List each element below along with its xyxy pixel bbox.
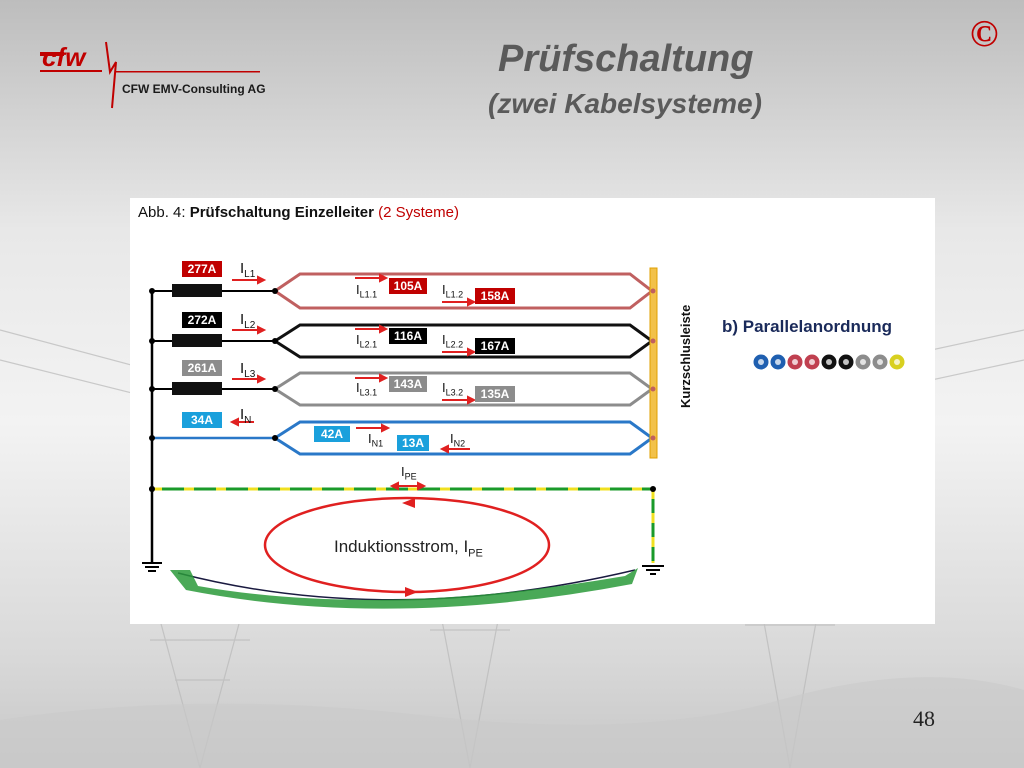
label-il2: IL2 [240,311,256,331]
label-in1: IN1 [368,431,384,449]
label-il1-1: IL1.1 [356,282,378,300]
sensor-l1 [172,284,222,297]
branch-badge-l1-1: 105A [389,278,427,294]
page-number: 48 [913,706,935,731]
parallel-arrangement-cables [752,353,906,371]
current-arrows [229,273,477,491]
label-il3-2: IL3.2 [442,380,464,398]
page-title: Prüfschaltung [498,38,754,80]
label-il3-1: IL3.1 [356,380,378,398]
loop-arrow-top-icon [402,498,415,508]
page-subtitle: (zwei Kabelsysteme) [488,88,762,119]
caption-prefix: Abb. 4: [138,204,190,221]
label-il2-2: IL2.2 [442,332,464,350]
ground-right-icon [642,565,664,575]
total-badge-l3: 261A [182,360,222,376]
caption-red: (2 Systeme) [373,204,459,221]
svg-text:cfw: cfw [42,42,87,72]
copyright-icon: © [970,13,999,55]
short-circuit-busbar [649,267,658,459]
branch-badge-l1-2: 158A [475,288,515,304]
sensor-l2 [172,334,222,347]
label-il3: IL3 [240,360,256,380]
cfw-logo: cfw [40,41,260,109]
branch-badge-n1: 42A [314,426,350,442]
ground-left-icon [142,562,162,572]
total-badge-n: 34A [182,412,222,428]
branch-badge-l2-2: 167A [475,338,515,354]
label-ipe: IPE [401,464,417,482]
parallel-arrangement-label: b) Parallelanordnung [722,317,893,336]
label-il1: IL1 [240,260,256,280]
total-badge-l2: 272A [182,312,222,328]
branch-badge-n2: 13A [397,435,429,451]
label-in: IN [240,406,252,426]
busbar-dots [650,288,656,441]
busbar-label: Kurzschlusleiste [678,304,693,408]
branch-badge-l3-1: 143A [389,376,427,392]
circuit-figure: Abb. 4: Prüfschaltung Einzelleiter (2 Sy… [130,198,935,624]
label-in2: IN2 [450,431,466,449]
total-badge-l1: 277A [182,261,222,277]
label-il1-2: IL1.2 [442,282,464,300]
loop-arrow-bottom-icon [405,587,418,597]
circuit-diagram [142,267,906,609]
caption-bold: Prüfschaltung Einzelleiter [189,204,374,221]
branch-badge-l3-2: 135A [475,386,515,402]
induction-current-label: Induktionsstrom, IPE [334,537,483,560]
sensor-l3 [172,382,222,395]
label-il2-1: IL2.1 [356,332,378,350]
company-name: CFW EMV-Consulting AG [122,82,266,96]
pe-conductor [149,486,656,563]
branch-badge-l2-1: 116A [389,328,427,344]
ground-return-arrow-icon [170,568,638,609]
figure-caption: Abb. 4: Prüfschaltung Einzelleiter (2 Sy… [138,204,459,221]
